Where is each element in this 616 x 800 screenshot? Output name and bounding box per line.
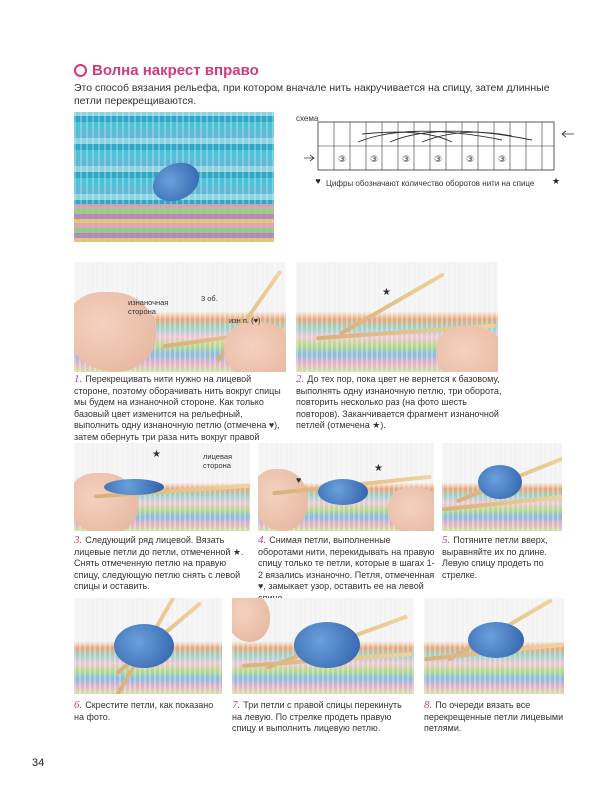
step-7-caption: 7.Три петли с правой спицы перекинуть на… — [232, 699, 402, 733]
photo-step-8 — [424, 598, 564, 694]
photo-step-3 — [74, 443, 250, 531]
intro-text: Это способ вязания рельефа, при котором … — [74, 82, 550, 107]
photo-step-6 — [74, 598, 222, 694]
wrap-count-2: ③ — [370, 155, 378, 165]
label-purl: изн п. (♥) — [229, 316, 261, 325]
wrap-count-4: ③ — [434, 155, 442, 165]
arrow-right-icon — [304, 154, 315, 162]
star-marker-icon: ★ — [382, 287, 391, 298]
label-front-side: лицевая сторона — [203, 452, 233, 470]
schema-caption: Цифры обозначают количество оборотов нит… — [326, 179, 535, 188]
wrap-count-5: ③ — [466, 155, 474, 165]
label-back-side: изнаночная сторона — [128, 298, 169, 316]
main-photo — [74, 112, 274, 242]
heart-marker-icon: ♥ — [296, 475, 302, 485]
step-8-caption: 8.По очереди вязать все перекрещенные пе… — [424, 699, 564, 733]
photo-step-2 — [296, 262, 498, 372]
relief-knot-image — [146, 155, 206, 209]
arrow-left-icon — [561, 130, 574, 138]
photo-step-1 — [74, 262, 286, 372]
photo-step-4 — [258, 443, 434, 531]
schema-label: схема — [296, 114, 319, 123]
label-wraps: 3 об. — [201, 294, 218, 303]
section-title: Волна накрест вправо — [74, 62, 259, 79]
bullet-icon — [74, 63, 87, 77]
photo-step-5 — [442, 443, 562, 531]
wrap-count-6: ③ — [498, 155, 506, 165]
step-3-caption: 3.Следующий ряд лицевой. Вязать лицевые … — [74, 534, 244, 591]
step-2-caption: 2.До тех пор, пока цвет не вернется к ба… — [296, 373, 502, 430]
wrap-count-3: ③ — [402, 155, 410, 165]
heart-icon: ♥ — [315, 176, 320, 186]
knitting-schema: ③ ③ ③ ③ ③ ③ ♥ ★ — [304, 121, 574, 186]
star-marker-icon: ★ — [374, 463, 383, 474]
wrap-count-1: ③ — [338, 155, 346, 165]
step-5-caption: 5.Потяните петли вверх, выравняйте их по… — [442, 534, 548, 580]
step-4-caption: 4.Снимая петли, выполненные оборотами ни… — [258, 534, 435, 602]
star-marker-icon: ★ — [152, 449, 161, 460]
step-6-caption: 6.Скрестите петли, как показано на фото. — [74, 699, 214, 722]
page-number: 34 — [32, 757, 45, 769]
photo-step-7 — [232, 598, 414, 694]
star-icon: ★ — [552, 176, 560, 186]
